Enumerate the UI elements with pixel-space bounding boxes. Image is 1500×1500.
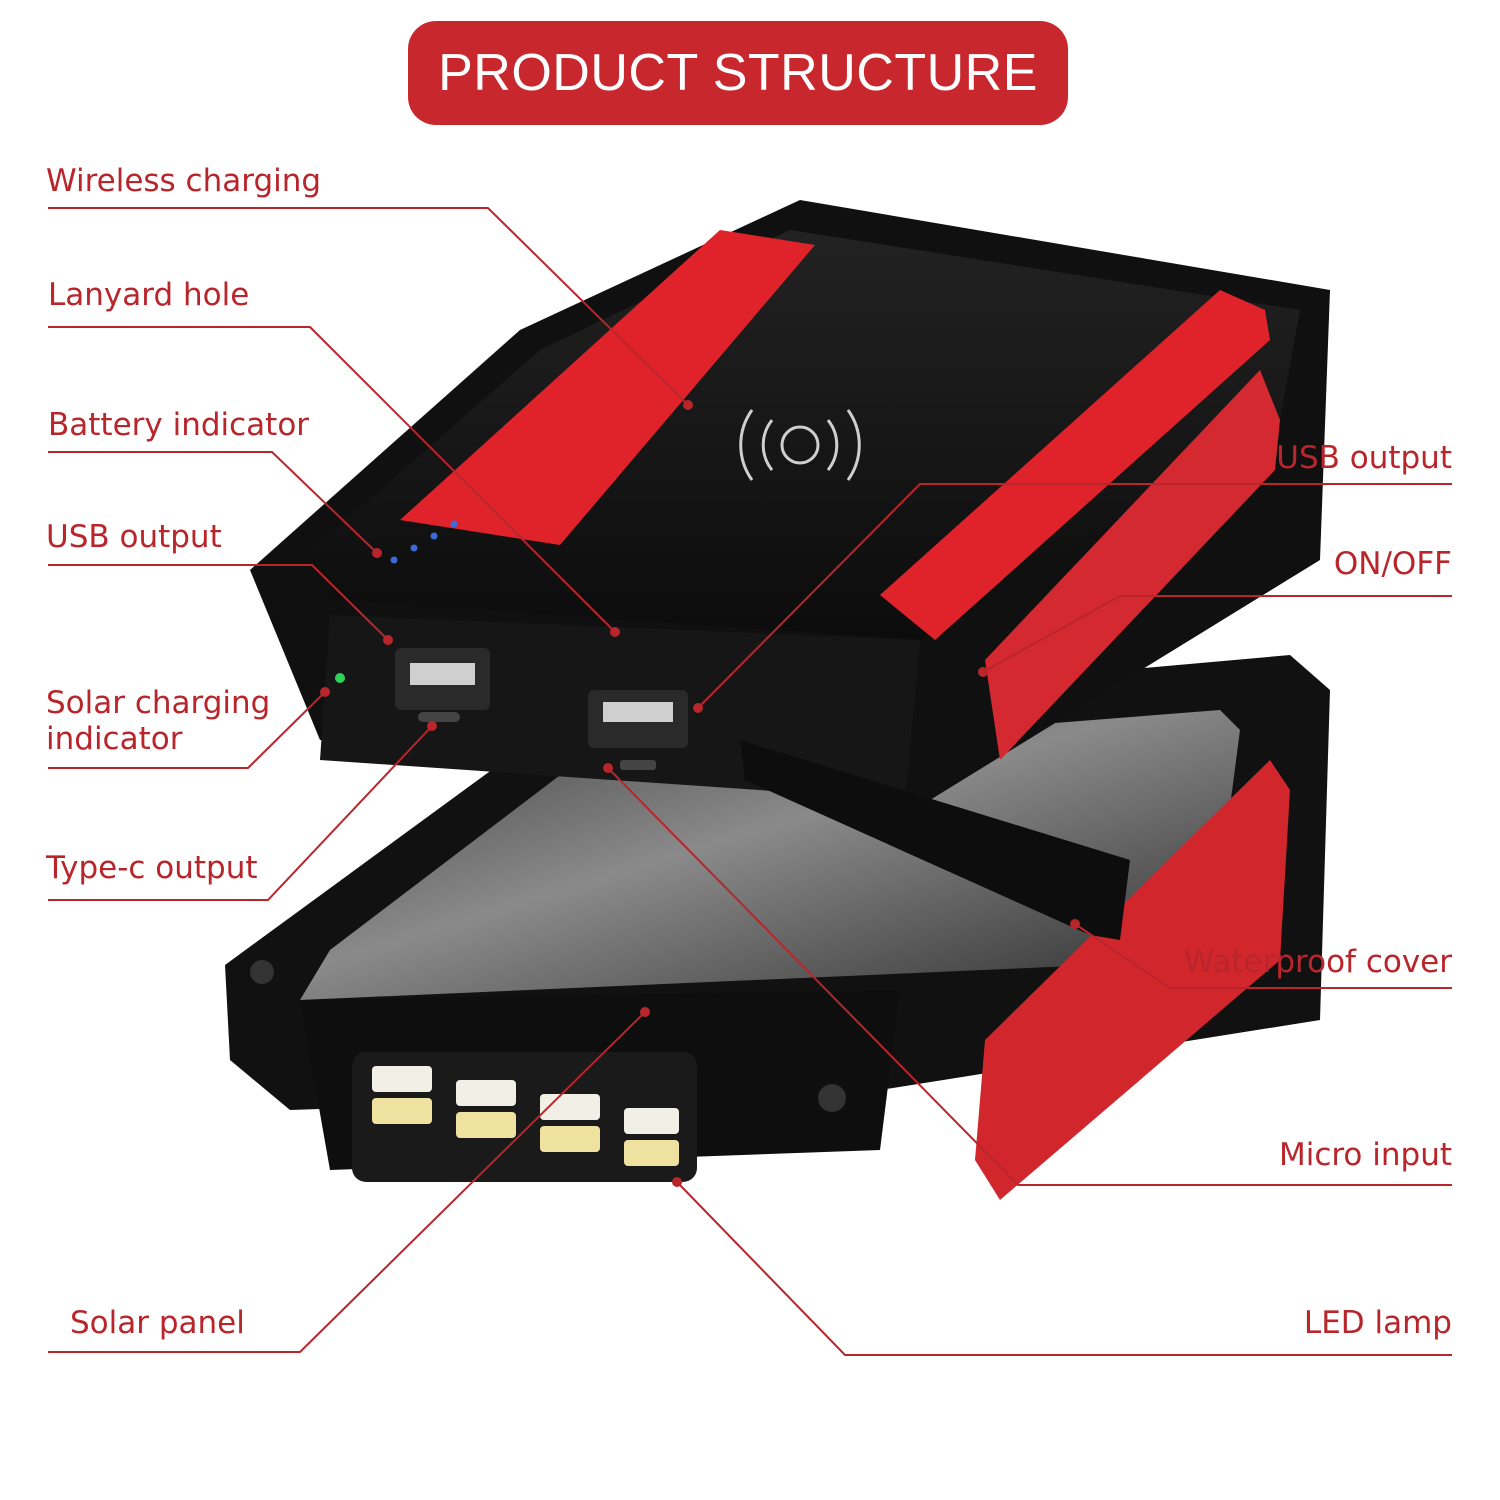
label-battery-indicator: Battery indicator [48, 407, 310, 443]
lower-red-bumper [975, 760, 1290, 1200]
page-title: PRODUCT STRUCTURE [438, 44, 1038, 102]
red-strip-right [880, 290, 1270, 640]
label-micro-input: Micro input [1278, 1137, 1452, 1173]
label-solar-panel: Solar panel [70, 1305, 245, 1341]
label-usb-output-left: USB output [46, 519, 222, 555]
solar-charging-led [335, 673, 345, 683]
title-banner: PRODUCT STRUCTURE [408, 21, 1068, 125]
leader-lines [48, 207, 1452, 1356]
label-lanyard-hole: Lanyard hole [48, 277, 250, 313]
label-waterproof-cover: Waterproof cover [1183, 944, 1452, 980]
type-c-port [418, 712, 460, 722]
label-type-c-output: Type-c output [46, 850, 258, 886]
label-usb-output-right: USB output [1276, 440, 1452, 476]
upper-unit [250, 200, 1330, 940]
leader-dots [320, 400, 1080, 1187]
label-on-off: ON/OFF [1333, 546, 1452, 582]
wireless-symbol [739, 409, 861, 481]
led-lamp-housing [352, 1052, 697, 1182]
micro-port [620, 760, 656, 770]
solar-panel-surface [300, 710, 1240, 1000]
label-led-lamp: LED lamp [1303, 1305, 1452, 1341]
label-wireless-charging: Wireless charging [46, 163, 322, 199]
side-red-grip [985, 370, 1280, 760]
red-strip-left [400, 230, 815, 545]
waterproof-cover-flap [740, 740, 1130, 940]
label-solar-charging-indicator-line2: indicator [46, 721, 183, 757]
label-solar-charging-indicator-line1: Solar charging [46, 685, 271, 721]
